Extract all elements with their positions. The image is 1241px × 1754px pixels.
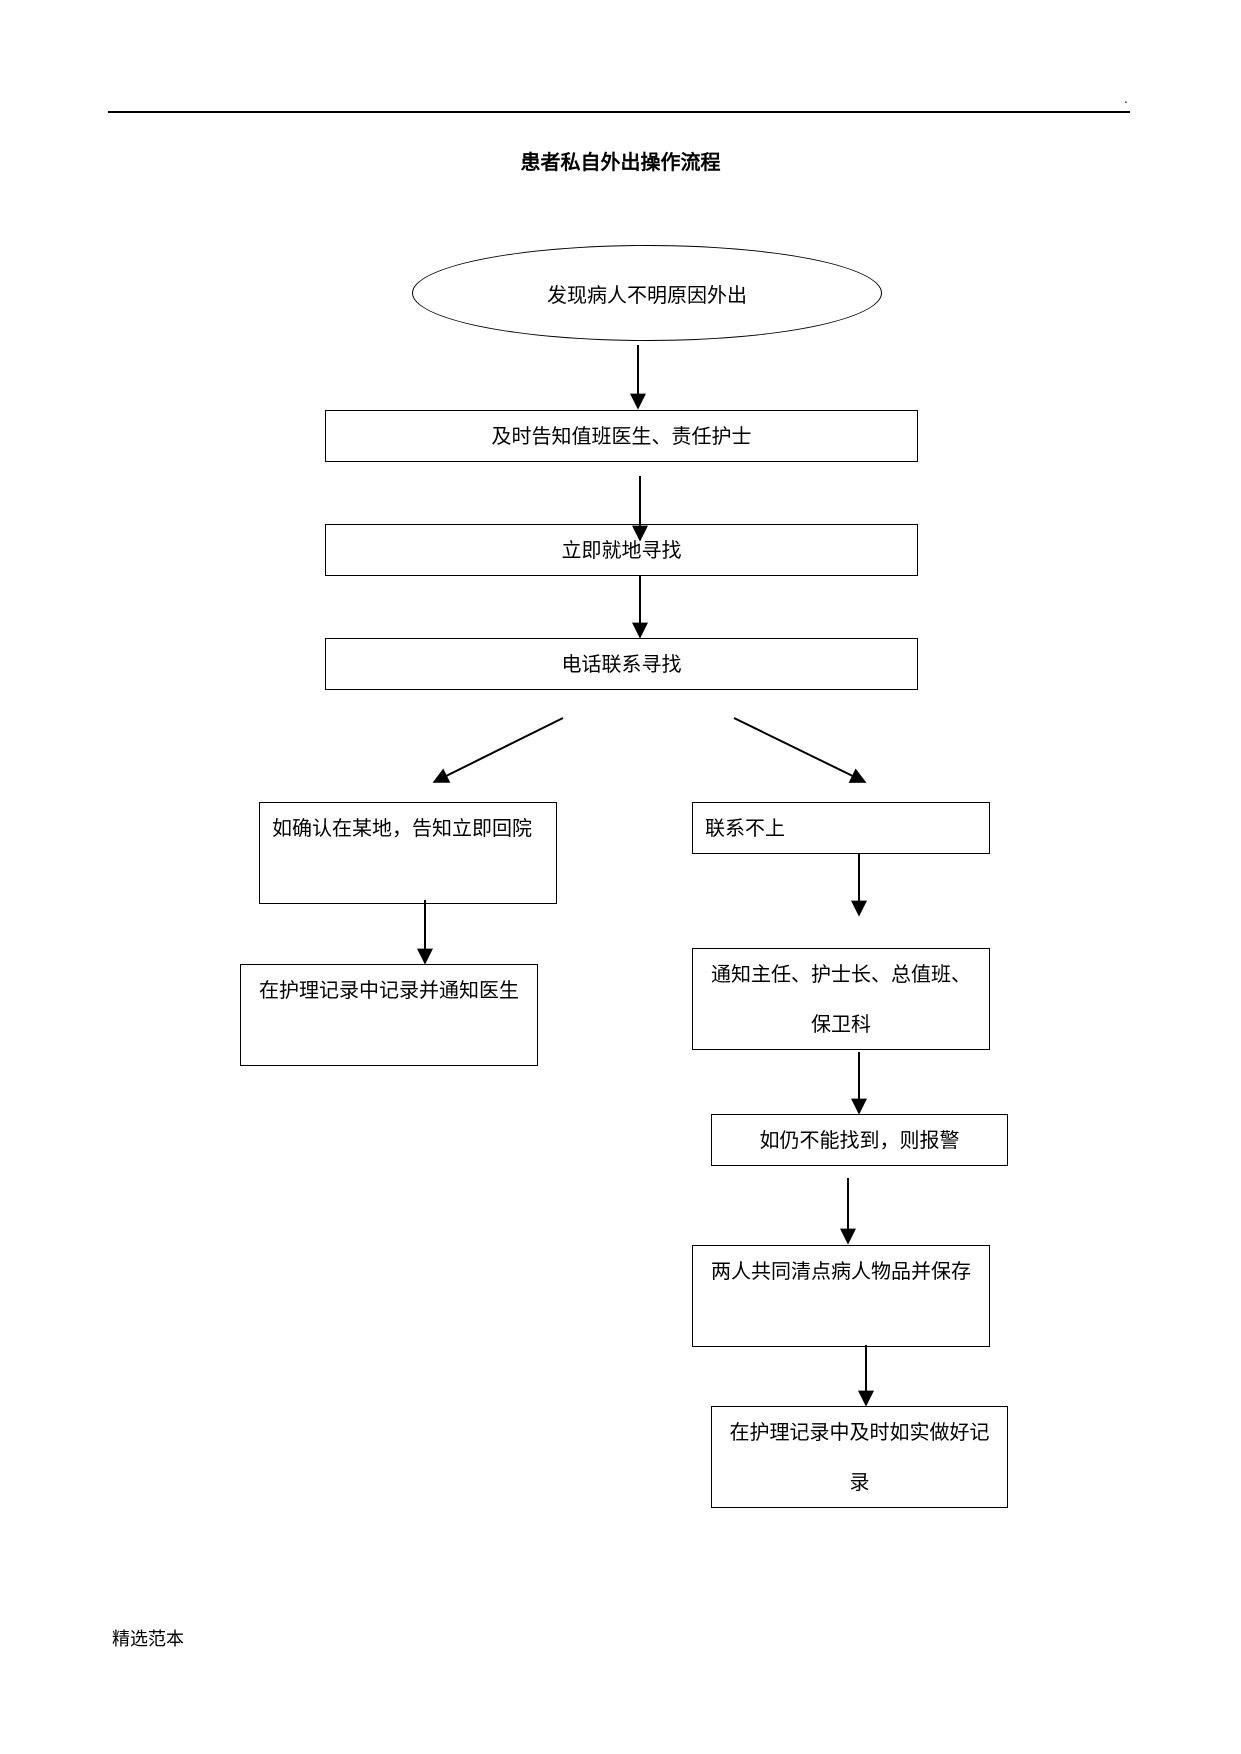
unreachable-node: 联系不上: [692, 802, 990, 854]
phone-search-node: 电话联系寻找: [325, 638, 918, 690]
footer-text: 精选范本: [112, 1629, 184, 1650]
arrow-phone-to-unreachable: [733, 717, 867, 783]
notify-doctor-nurse-node: 及时告知值班医生、责任护士: [325, 410, 918, 462]
confirmed-location-node: 如确认在某地，告知立即回院: [259, 802, 557, 904]
record-notify-doctor-node: 在护理记录中记录并通知医生: [240, 964, 538, 1066]
record-timely-node: 在护理记录中及时如实做好记录: [711, 1406, 1008, 1508]
inventory-belongings-node: 两人共同清点病人物品并保存: [692, 1245, 990, 1347]
arrow-phone-to-confirmed: [432, 717, 564, 783]
page-title: 患者私自外出操作流程: [520, 150, 721, 174]
header-rule: [108, 111, 1130, 113]
start-node-label: 发现病人不明原因外出: [547, 282, 747, 307]
header-dot: .: [1124, 92, 1128, 106]
call-police-node: 如仍不能找到，则报警: [711, 1114, 1008, 1166]
start-node: 发现病人不明原因外出: [412, 245, 882, 341]
notify-leaders-node: 通知主任、护士长、总值班、保卫科: [692, 948, 990, 1050]
search-nearby-node: 立即就地寻找: [325, 524, 918, 576]
